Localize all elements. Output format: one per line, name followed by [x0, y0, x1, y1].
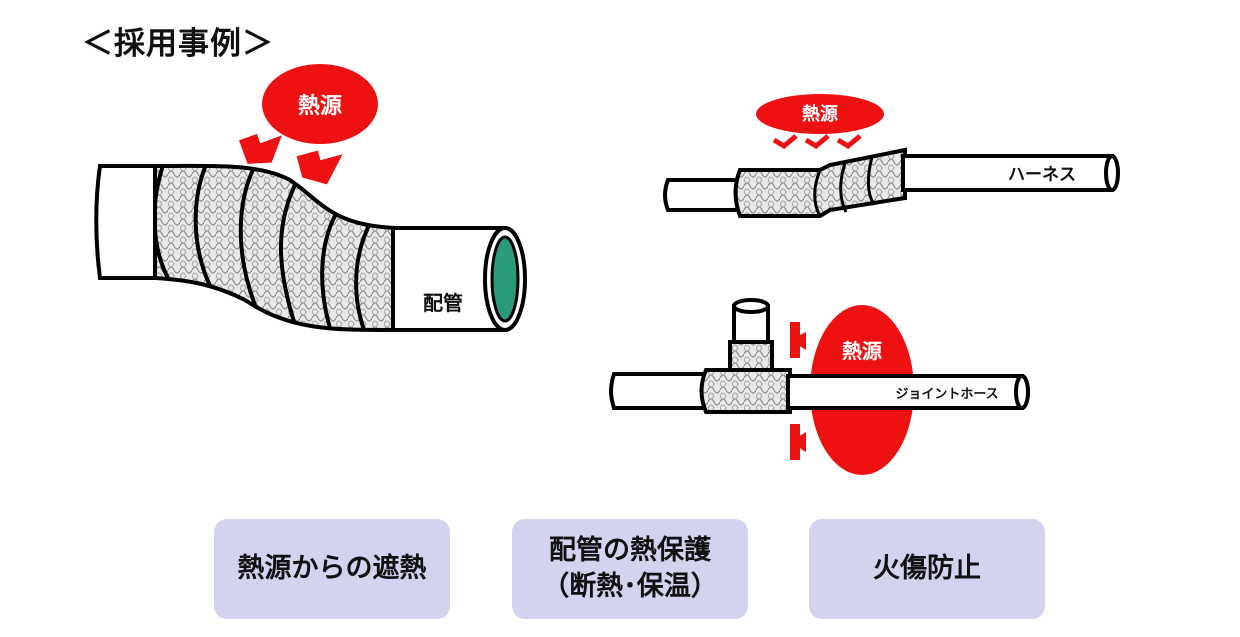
pipe-left-end [94, 164, 162, 280]
heat-arrow-icon [836, 134, 862, 150]
harness-label: ハーネス [1008, 165, 1076, 185]
heat-arrow-icon [772, 134, 798, 150]
use-case-line: 配管の熱保護 [549, 535, 711, 566]
heat-source-label: 熱源 [802, 103, 838, 125]
harness-illustration: ハーネス 熱源 [663, 94, 1120, 218]
bent-pipe-illustration: 配管 熱源 [94, 64, 527, 333]
heat-arrow-icon [296, 150, 343, 185]
use-case-line: （断熱･保温） [542, 571, 718, 602]
use-case-heat-shielding: 熱源からの遮熱 [214, 519, 450, 619]
heat-arrow-icon [239, 133, 282, 164]
joint-sleeve-horizontal [699, 368, 792, 414]
section-title: ＜採用事例＞ [82, 26, 274, 62]
heat-arrow-icon [804, 134, 830, 150]
heat-source-ellipse [756, 94, 884, 134]
heat-source-ellipse [262, 64, 378, 144]
use-case-burn-prevention: 火傷防止 [809, 519, 1045, 619]
harness-sleeve [733, 147, 907, 218]
heat-source-label: 熱源 [298, 93, 342, 119]
use-case-line: 火傷防止 [873, 553, 981, 584]
heat-source-label: 熱源 [842, 339, 882, 363]
pipe-opening [490, 235, 520, 323]
use-case-pipe-protection: 配管の熱保護 （断熱･保温） [512, 519, 748, 619]
pipe-label: 配管 [423, 291, 463, 315]
use-case-line: 熱源からの遮熱 [237, 553, 427, 584]
joint-hose-illustration: ジョイントホース 熱源 [609, 298, 1030, 475]
joint-hose-label: ジョイントホース [895, 387, 998, 402]
